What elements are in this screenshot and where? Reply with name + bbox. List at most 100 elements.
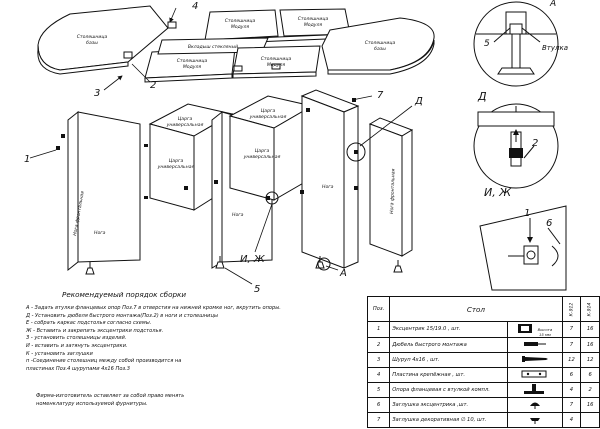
instructions-line: Ж - Вставить и закрепить эксцентрики под… bbox=[26, 327, 164, 334]
row-pos: 7 bbox=[366, 411, 391, 428]
dowel-icon bbox=[523, 341, 546, 346]
header-q1: К-912 bbox=[561, 296, 582, 322]
row-pos: 3 bbox=[366, 351, 391, 368]
row-name: Опора фланцевая с втулкой компл. bbox=[389, 381, 509, 398]
screw-icon bbox=[521, 355, 548, 362]
row-name: Шуруп 4х16 , шт. bbox=[389, 351, 509, 368]
row-qty-2: 16 bbox=[580, 336, 600, 353]
mounting-plate-icon bbox=[271, 63, 281, 70]
tabletop-group bbox=[37, 5, 435, 83]
row-picture bbox=[507, 336, 563, 353]
detail-ij-callout-1: 1 bbox=[524, 208, 530, 219]
label-tabletop-center-strip: Вкладыш стекляный bbox=[188, 44, 238, 50]
instructions-line: З - установить столешницы изделий. bbox=[26, 335, 127, 342]
row-pos: 6 bbox=[366, 396, 391, 413]
row-picture bbox=[507, 366, 563, 383]
detail-d-view: Д 2 bbox=[473, 90, 559, 189]
mounting-plate-icon bbox=[167, 21, 177, 29]
mounting-plate-icon bbox=[123, 51, 133, 59]
row-qty-1: 7 bbox=[561, 336, 582, 353]
row-qty-2: 12 bbox=[580, 351, 600, 368]
header-name: Стол bbox=[389, 296, 563, 322]
row-picture-note: Высота 15 мм bbox=[537, 327, 553, 337]
eccentric-icon bbox=[517, 324, 532, 333]
detail-a-view: A 5 Втулка bbox=[473, 0, 568, 87]
row-picture: Высота 15 мм bbox=[507, 321, 563, 338]
callout-2: 2 bbox=[150, 80, 156, 91]
label-leg-right-front: Нога фронтальная bbox=[389, 168, 397, 214]
row-pos: 4 bbox=[366, 366, 391, 383]
row-pos: 2 bbox=[366, 336, 391, 353]
leg-left-front bbox=[67, 110, 79, 272]
row-picture bbox=[507, 396, 563, 413]
label-leg-right: Нога bbox=[322, 184, 334, 190]
row-qty-1: 7 bbox=[561, 396, 582, 413]
instructions-line: И - вставить и затянуть эксцентрики. bbox=[26, 342, 128, 349]
callout-ij: И, Ж bbox=[240, 254, 266, 265]
detail-circle-d bbox=[346, 142, 366, 162]
detail-a-sleeve-label: Втулка bbox=[542, 44, 568, 52]
instructions-line: К - установить заглушки bbox=[26, 350, 93, 357]
row-picture bbox=[507, 411, 563, 428]
row-pos: 5 bbox=[366, 381, 391, 398]
callout-7: 7 bbox=[377, 90, 384, 101]
row-name: Пластина крепёжная , шт. bbox=[389, 366, 509, 383]
parts-table-header: Поз. Стол К-912 К-914 bbox=[366, 296, 600, 322]
decorative-cap-icon bbox=[529, 417, 540, 424]
mounting-plate-icon bbox=[233, 65, 243, 72]
callout-1: 1 bbox=[24, 154, 30, 165]
row-qty-2: 6 bbox=[580, 366, 600, 383]
detail-a-callout-5: 5 bbox=[484, 39, 490, 49]
row-qty-2: 16 bbox=[580, 321, 600, 338]
callout-5: 5 bbox=[254, 284, 260, 295]
flange-foot-icon bbox=[523, 383, 544, 394]
callout-a: A bbox=[339, 268, 347, 279]
row-pos: 1 bbox=[366, 321, 391, 338]
row-qty-1: 6 bbox=[561, 366, 582, 383]
detail-ij-view: И, Ж 1 6 bbox=[479, 186, 567, 291]
instructions-line: Е - собрать каркас подстолья согласно сх… bbox=[26, 320, 152, 327]
detail-d-callout-2: 2 bbox=[532, 138, 538, 149]
instructions-line: Д - Установить дюбеля быстрого монтажа(П… bbox=[26, 312, 218, 319]
manufacturer-note: Фирма-изготовитель оставляет за собой пр… bbox=[36, 393, 185, 407]
cap-icon bbox=[529, 402, 540, 409]
row-picture bbox=[507, 351, 563, 368]
detail-circle-a bbox=[317, 257, 331, 271]
detail-d-label: Д bbox=[477, 90, 487, 103]
instructions-line: пластинах Поз.4 шурупами 4х16 Поз.3 bbox=[26, 365, 131, 372]
detail-a-label: A bbox=[549, 0, 556, 9]
leg-middle bbox=[211, 110, 223, 269]
row-picture bbox=[507, 381, 563, 398]
label-leg-middle: Нога bbox=[232, 212, 244, 218]
row-name: Эксцентрик 15/19.0 , шт. bbox=[389, 321, 509, 338]
tabletop-top-module-1 bbox=[204, 9, 279, 41]
row-qty-1: 7 bbox=[561, 321, 582, 338]
callout-3: 3 bbox=[94, 88, 100, 99]
label-leg-left: Нога bbox=[94, 230, 106, 236]
row-qty-2: 2 bbox=[580, 381, 600, 398]
row-name: Заглушка декоративная ∅ 10, шт. bbox=[389, 411, 509, 428]
detail-ij-callout-6: 6 bbox=[546, 218, 552, 229]
callout-d: Д bbox=[414, 96, 423, 107]
callout-4: 4 bbox=[192, 1, 198, 12]
header-pos: Поз. bbox=[366, 296, 391, 322]
hardware-dots bbox=[56, 98, 358, 200]
row-name: Дюбель быстрого монтажа bbox=[389, 336, 509, 353]
